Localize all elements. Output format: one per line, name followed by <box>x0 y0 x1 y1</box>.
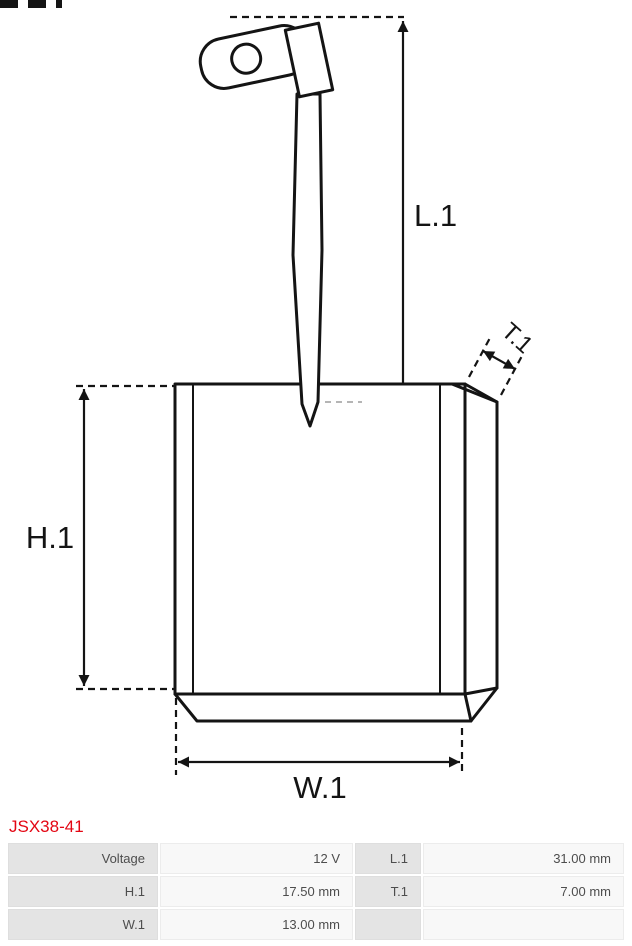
terminal-crimp-body <box>283 21 335 99</box>
spec-label-empty <box>355 909 421 940</box>
lead-wire <box>291 92 324 428</box>
dimension-arrow-thickness <box>482 350 516 370</box>
brush-technical-drawing: L.1 H.1 W.1 T.1 <box>0 0 538 805</box>
dim-label-thickness: T.1 <box>496 318 538 359</box>
dim-label-width: W.1 <box>293 770 346 805</box>
terminal-ring-plate <box>198 24 310 90</box>
spec-value-w1: 13.00 mm <box>160 909 353 940</box>
spec-value-l1: 31.00 mm <box>423 843 624 874</box>
terminal-crimp-tab <box>283 21 335 99</box>
part-number: JSX38-41 <box>9 817 84 836</box>
spec-value-t1: 7.00 mm <box>423 876 624 907</box>
brush-top-chamfer-edge <box>450 382 499 404</box>
dim-label-length: L.1 <box>414 198 457 233</box>
spec-label-t1: T.1 <box>355 876 421 907</box>
spec-label-l1: L.1 <box>355 843 421 874</box>
spec-value-voltage: 12 V <box>160 843 353 874</box>
terminal-ring-hole <box>230 42 263 75</box>
dim-label-height: H.1 <box>26 520 74 555</box>
spec-value-empty <box>423 909 624 940</box>
extension-line-thickness-front <box>468 335 492 378</box>
spec-label-voltage: Voltage <box>8 843 158 874</box>
brush-bottom-side-edge <box>469 686 499 723</box>
brush-side-face <box>463 382 499 696</box>
spec-table: Voltage 12 V L.1 31.00 mm H.1 17.50 mm T… <box>8 843 624 940</box>
brush-bottom-face <box>173 692 473 723</box>
brush-front-face <box>173 382 467 696</box>
spec-label-w1: W.1 <box>8 909 158 940</box>
spec-label-h1: H.1 <box>8 876 158 907</box>
spec-value-h1: 17.50 mm <box>160 876 353 907</box>
extension-line-thickness-back <box>500 353 524 396</box>
